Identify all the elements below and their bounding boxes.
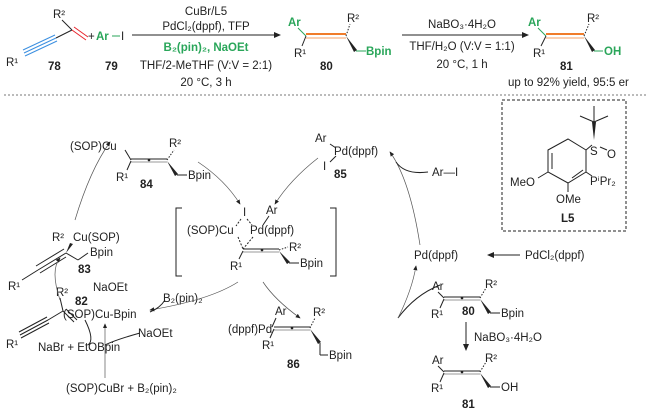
precursor-label: (SOP)CuBr + B₂(pin)₂ [66, 383, 177, 395]
step2-conditions: NaBO₃·4H₂O THF/H₂O (V:V = 1:1) 20 °C, 1 … [409, 19, 514, 71]
aryl-label: Ar [432, 355, 444, 367]
copper-label: Cu(SOP) [73, 232, 120, 244]
r1-label: R¹ [6, 57, 18, 69]
condition-catalyst: CuBr/L5 [185, 6, 227, 18]
intermediate-85: Ar Pd(dppf) I 85 [315, 133, 378, 181]
r2-label: R² [169, 138, 181, 150]
copper-label: (SOP)Cu [187, 225, 234, 237]
r1-label: R¹ [533, 48, 545, 60]
palladium-label: Pd(dppf) [250, 225, 294, 237]
r2-label: R² [52, 232, 64, 244]
aryl-label: Ar [528, 17, 541, 29]
r1-label: R¹ [116, 172, 128, 184]
r1-label: R¹ [431, 383, 443, 395]
r1-label: R¹ [262, 340, 274, 352]
compound-label-83: 83 [78, 264, 91, 276]
compound-label-85: 85 [334, 169, 347, 181]
pdcl2-label: PdCl₂(dppf) [525, 250, 585, 262]
condition-pd: PdCl₂(dppf), TFP [162, 21, 250, 33]
compound-label-79: 79 [105, 61, 118, 73]
intermediate-82: NaOEt 82 (SOP)Cu-Bpin B₂(pin)₂ [63, 282, 203, 321]
compound-label-81: 81 [560, 61, 573, 73]
reactant-79: + Ar I 79 [88, 31, 124, 73]
compound-label-86: 86 [287, 359, 300, 371]
oh-label: OH [604, 46, 621, 58]
ligand-label: L5 [561, 213, 575, 225]
condition-boron: B₂(pin)₂, NaOEt [164, 42, 249, 54]
oh-label: OH [501, 382, 518, 394]
aryl-label: Ar [432, 281, 444, 293]
condition-solvent: THF/H₂O (V:V = 1:1) [409, 41, 514, 53]
phosphine-label: PⁱPr₂ [590, 175, 616, 188]
byproduct-label: NaBr + EtOBpin [38, 342, 120, 354]
oxidant-label: NaBO₃·4H₂O [474, 332, 542, 344]
condition-oxidant: NaBO₃·4H₂O [428, 19, 496, 31]
condition-temp: 20 °C, 1 h [436, 59, 487, 71]
intermediate-83: R² Cu(SOP) Bpin R¹ 83 [8, 232, 120, 293]
methoxy-label: OMe [556, 194, 581, 206]
oxygen-label: O [607, 149, 616, 161]
r1-label: R¹ [294, 48, 306, 60]
r1-label: R¹ [6, 339, 18, 351]
naoet-label: NaOEt [138, 328, 173, 340]
compound-label-84: 84 [140, 179, 153, 191]
r2-label: R² [485, 353, 497, 365]
methoxy-label: MeO [510, 177, 535, 189]
r1-label: R¹ [8, 281, 20, 293]
condition-temp: 20 °C, 3 h [180, 77, 231, 89]
compound-label-82: 82 [75, 296, 88, 308]
product-80-cycle: Ar R¹ R² Bpin 80 [431, 279, 524, 321]
aryl-label: Ar [266, 205, 278, 217]
intermediate-84: (SOP)Cu R¹ R² Bpin 84 [70, 138, 211, 191]
r2-label: R² [53, 9, 65, 21]
r2-label: R² [289, 242, 301, 254]
bpin-label: Bpin [366, 46, 392, 58]
cu-bpin-label: (SOP)Cu-Bpin [63, 309, 137, 321]
iodide-label: I [323, 161, 326, 173]
iodide-label: I [243, 207, 246, 219]
r2-label: R² [587, 13, 599, 25]
aryl-label: Ar [96, 31, 109, 43]
reactant-78: R¹ R² 78 [6, 9, 89, 73]
r1-label: R¹ [230, 261, 242, 273]
compound-label-81: 81 [462, 399, 475, 411]
transition-complex: I Ar (SOP)Cu Pd(dppf) R¹ R² Bpin [175, 205, 337, 277]
enyne-substrate: R² R¹ [6, 287, 78, 351]
bpin-label: Bpin [188, 170, 211, 182]
pd0-label: Pd(dppf) [414, 250, 458, 262]
yield-note: up to 92% yield, 95:5 er [508, 77, 629, 89]
palladium-label: Pd(dppf) [334, 146, 378, 158]
iodide-label: I [121, 31, 124, 43]
product-80: Ar R¹ R² Bpin 80 [288, 13, 392, 73]
bpin-label: Bpin [501, 308, 524, 320]
b2pin2-label: B₂(pin)₂ [163, 293, 203, 305]
aryl-label: Ar [288, 17, 301, 29]
aryl-iodide-label: Ar—I [432, 167, 458, 179]
plus-sign: + [88, 31, 95, 43]
aryl-label: Ar [315, 133, 327, 145]
ligand-l5: S O MeO OMe PⁱPr₂ L5 [501, 99, 627, 232]
product-81: Ar R¹ R² OH 81 [528, 13, 621, 73]
product-81-cycle: Ar R¹ R² OH 81 [431, 353, 518, 411]
r2-label: R² [313, 307, 325, 319]
palladium-label: (dppf)Pd [228, 324, 272, 336]
compound-label-80: 80 [320, 61, 333, 73]
naoet-label: NaOEt [93, 282, 128, 294]
r2-label: R² [485, 279, 497, 291]
sulfur-label: S [590, 146, 598, 158]
bpin-label: Bpin [329, 350, 352, 362]
aryl-label: Ar [275, 306, 287, 318]
r1-label: R¹ [431, 309, 443, 321]
compound-label-80: 80 [462, 306, 475, 318]
bpin-label: Bpin [300, 258, 323, 270]
intermediate-86: (dppf)Pd Ar R¹ R² Bpin 86 [228, 306, 352, 371]
compound-label-78: 78 [48, 61, 61, 73]
cycle-arrows [54, 141, 441, 378]
step1-conditions: CuBr/L5 PdCl₂(dppf), TFP B₂(pin)₂, NaOEt… [140, 6, 272, 89]
r2-label: R² [347, 13, 359, 25]
bpin-label: Bpin [90, 247, 113, 259]
condition-solvent: THF/2-MeTHF (V:V = 2:1) [140, 60, 272, 72]
